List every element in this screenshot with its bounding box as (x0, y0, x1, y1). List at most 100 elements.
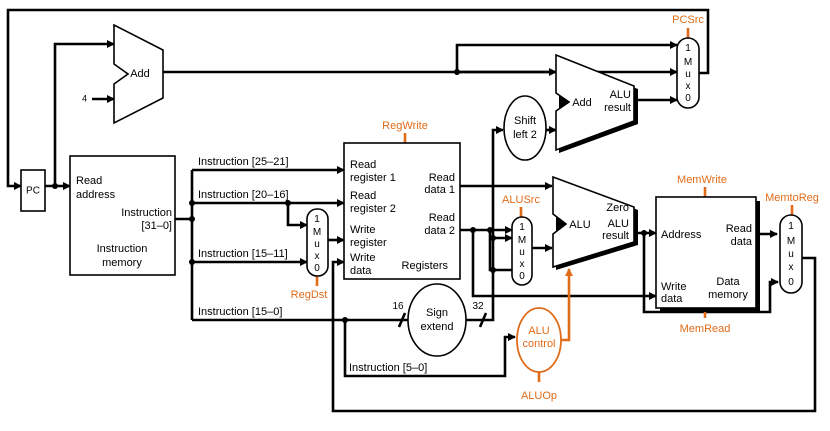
branch-adder-label: Add (572, 97, 592, 109)
label-instr-15-11: Instruction [15–11] (198, 248, 288, 260)
branch-adder-result-1: ALU (610, 89, 631, 101)
imem-title-2: memory (102, 257, 142, 269)
junction-rt (189, 200, 195, 206)
junction-rd2-mux (490, 267, 496, 273)
mux-pcsrc-m: M (684, 57, 692, 68)
dmem-title-2: memory (708, 289, 748, 301)
mux-regdst-m: M (313, 227, 321, 238)
shift-left-2: Shift left 2 (503, 95, 547, 161)
wire-to-shift (491, 126, 504, 238)
label-aluop: ALUOp (521, 390, 557, 402)
reg-read2-label-a: Read (350, 190, 376, 202)
wire-write-back (331, 256, 817, 413)
junction-rd (189, 259, 195, 265)
dmem-write-label-2: data (661, 293, 683, 305)
bus-slash-32 (478, 312, 488, 328)
junction-instruction (189, 216, 195, 222)
register-file: Read register 1 Read register 2 Write re… (343, 142, 461, 280)
mux-regdst-u: u (314, 239, 320, 250)
dmem-address-label: Address (661, 229, 702, 241)
branch-adder-result-2: result (604, 102, 631, 114)
pc-label: PC (26, 186, 40, 197)
pc-adder-label: Add (130, 68, 150, 80)
mux-memtoreg-1: 1 (788, 221, 794, 232)
mux-pcsrc-x: x (686, 81, 691, 92)
label-memtoreg: MemtoReg (765, 192, 819, 204)
reg-wdata-label-a: Write (350, 252, 375, 264)
alu-result-label-1: ALU (608, 218, 629, 230)
sign-extend-label-1: Sign (426, 307, 448, 319)
imem-title-1: Instruction (97, 243, 148, 255)
alu-control: ALU control (516, 307, 562, 373)
mux-regdst-x: x (315, 251, 320, 262)
alu-control-label-1: ALU (528, 325, 549, 337)
mux-regdst-0: 0 (314, 263, 320, 274)
label-instr-25-21: Instruction [25–21] (198, 156, 289, 168)
shift-label-1: Shift (514, 115, 536, 127)
reg-write-label-a: Write (350, 224, 375, 236)
bus-width-16: 16 (392, 301, 404, 312)
mux-regdst-1: 1 (314, 214, 320, 225)
label-memread: MemRead (680, 323, 731, 335)
bus-width-32: 32 (472, 301, 484, 312)
mux-memtoreg-0: 0 (788, 277, 794, 288)
ctl-wire-alu-operation (561, 268, 573, 342)
label-instr-20-16: Instruction [20–16] (198, 189, 289, 201)
reg-rdata1-label-b: data 1 (424, 184, 455, 196)
mux-memtoreg-u: u (788, 249, 794, 260)
branch-adder: Add ALU result (555, 53, 638, 153)
label-pcsrc: PCSrc (672, 14, 704, 26)
reg-rdata2-label-a: Read (429, 212, 455, 224)
dmem-read-label-1: Read (726, 223, 752, 235)
mux-pcsrc-u: u (685, 69, 691, 80)
wire-sign-ext-out (466, 234, 513, 322)
label-memwrite: MemWrite (677, 174, 727, 186)
mux-alusrc-1: 1 (519, 222, 525, 233)
alu-result-label-2: result (602, 230, 629, 242)
imem-instruction-label-2: [31–0] (141, 220, 172, 232)
shift-label-2: left 2 (513, 129, 537, 141)
reg-rdata2-label-b: data 2 (424, 225, 455, 237)
wire-store-data (471, 230, 657, 300)
imem-read-address-label-2: address (76, 189, 116, 201)
dmem-write-label-1: Write (661, 281, 686, 293)
label-alusrc: ALUSrc (502, 194, 540, 206)
junction-pc (52, 183, 58, 189)
reg-rdata1-label-a: Read (429, 172, 455, 184)
junction-pc-plus-4 (454, 69, 460, 75)
instruction-memory: Read address Instruction [31–0] Instruct… (69, 155, 176, 276)
mux-memtoreg: 1 M u x 0 (779, 214, 803, 294)
wire-pc-to-add (53, 40, 115, 186)
sign-extend: Sign extend (407, 283, 467, 357)
alu-control-label-2: control (522, 338, 555, 350)
control-wires (315, 28, 794, 382)
mux-memtoreg-m: M (787, 236, 795, 247)
junction-dots (52, 69, 647, 323)
mux-pcsrc-0: 0 (685, 93, 691, 104)
mux-alusrc-m: M (518, 235, 526, 246)
label-instr-15-0: Instruction [15–0] (198, 306, 282, 318)
bus-slash-16 (397, 312, 407, 328)
mux-alusrc-u: u (519, 247, 525, 258)
label-regdst: RegDst (291, 289, 328, 301)
alu-zero-label: Zero (606, 202, 629, 214)
reg-title: Registers (402, 260, 449, 272)
mux-pcsrc-1: 1 (685, 43, 691, 54)
label-regwrite: RegWrite (382, 120, 428, 132)
pc-adder: Add (113, 23, 164, 125)
wire-pc4-to-pcmux (455, 41, 678, 72)
wire-alu-to-memtoreg (642, 233, 779, 314)
alu-label: ALU (569, 219, 590, 231)
junction-rd2-a (470, 227, 476, 233)
mux-alusrc-x: x (520, 259, 525, 270)
dmem-title-1: Data (716, 276, 740, 288)
junction-rt-mux (285, 200, 291, 206)
mux-alusrc-0: 0 (519, 271, 525, 282)
reg-read1-label-b: register 1 (350, 172, 396, 184)
label-instr-5-0: Instruction [5–0] (349, 362, 427, 374)
datapath-wires (6, 8, 817, 413)
wire-funct (343, 320, 516, 378)
imem-instruction-label-1: Instruction (121, 207, 172, 219)
reg-read2-label-b: register 2 (350, 203, 396, 215)
